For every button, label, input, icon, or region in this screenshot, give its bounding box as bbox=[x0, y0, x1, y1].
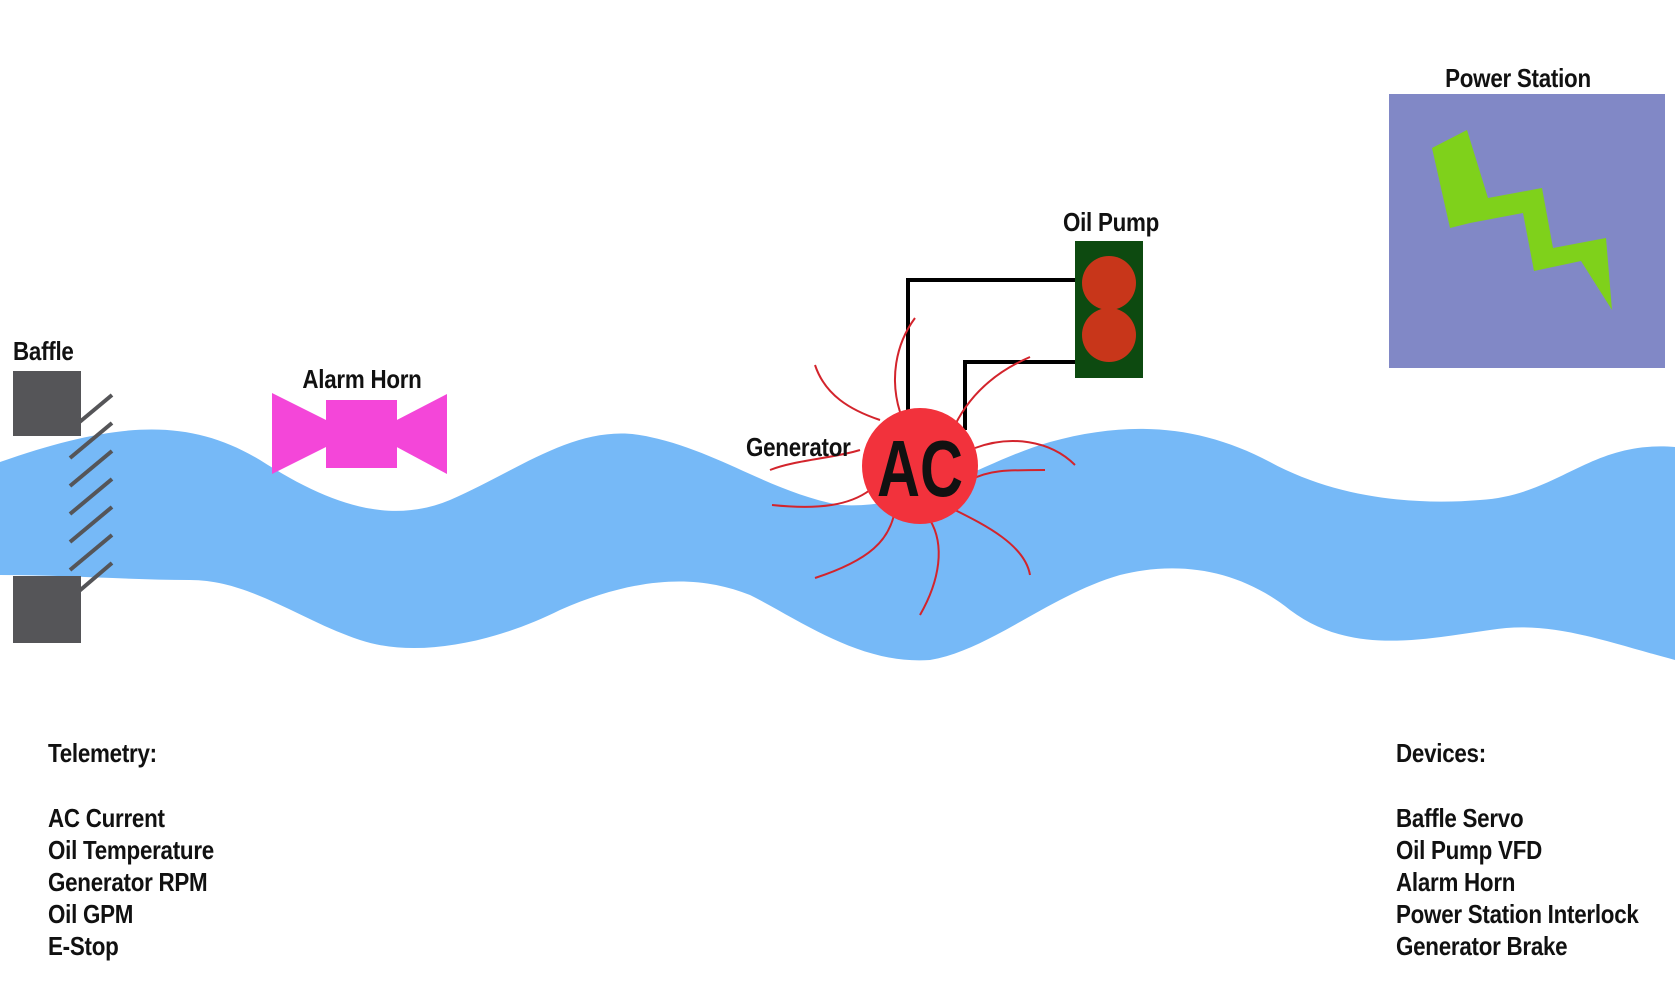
generator-blades bbox=[769, 317, 1076, 616]
devices-panel: Devices: Baffle Servo Oil Pump VFD Alarm… bbox=[1396, 738, 1639, 962]
generator-label: Generator bbox=[746, 432, 851, 462]
telemetry-item: Generator RPM bbox=[48, 867, 208, 897]
river bbox=[0, 428, 1675, 661]
horn-body bbox=[326, 400, 397, 468]
power-station[interactable] bbox=[1389, 94, 1665, 368]
oil-pump-rotor-top bbox=[1082, 256, 1136, 310]
generator[interactable]: AC bbox=[769, 317, 1076, 616]
telemetry-item: AC Current bbox=[48, 803, 165, 833]
telemetry-item: Oil Temperature bbox=[48, 835, 214, 865]
oil-pump-rotor-bottom bbox=[1082, 308, 1136, 362]
telemetry-list: AC Current Oil Temperature Generator RPM… bbox=[48, 802, 214, 962]
baffle-lower-block bbox=[13, 576, 81, 643]
horn-left-cone bbox=[272, 393, 330, 474]
pump-wires bbox=[906, 278, 1078, 430]
alarm-horn[interactable] bbox=[272, 393, 447, 474]
generator-rotor bbox=[862, 408, 978, 524]
devices-list: Baffle Servo Oil Pump VFD Alarm Horn Pow… bbox=[1396, 802, 1639, 962]
oil-pump-label: Oil Pump bbox=[1062, 207, 1160, 237]
power-station-label: Power Station bbox=[1445, 63, 1591, 93]
baffle-label: Baffle bbox=[13, 336, 74, 366]
telemetry-panel: Telemetry: AC Current Oil Temperature Ge… bbox=[48, 738, 214, 962]
device-item: Power Station Interlock bbox=[1396, 899, 1639, 929]
telemetry-item: E-Stop bbox=[48, 931, 119, 961]
device-item: Oil Pump VFD bbox=[1396, 835, 1542, 865]
device-item: Baffle Servo bbox=[1396, 803, 1524, 833]
baffle-hatch bbox=[68, 393, 114, 594]
horn-right-cone bbox=[393, 394, 447, 474]
generator-badge: AC bbox=[877, 424, 963, 513]
alarm-horn-label: Alarm Horn bbox=[302, 364, 422, 394]
device-item: Alarm Horn bbox=[1396, 867, 1516, 897]
lightning-bolt-icon bbox=[1432, 130, 1612, 310]
oil-pump[interactable] bbox=[1075, 241, 1143, 378]
telemetry-heading: Telemetry: bbox=[48, 738, 157, 768]
device-item: Generator Brake bbox=[1396, 931, 1568, 961]
devices-heading: Devices: bbox=[1396, 738, 1486, 768]
telemetry-item: Oil GPM bbox=[48, 899, 134, 929]
baffle-upper-block bbox=[13, 371, 81, 436]
wire-upper bbox=[906, 278, 1078, 412]
wire-lower bbox=[963, 360, 1078, 430]
baffle[interactable] bbox=[13, 371, 114, 643]
